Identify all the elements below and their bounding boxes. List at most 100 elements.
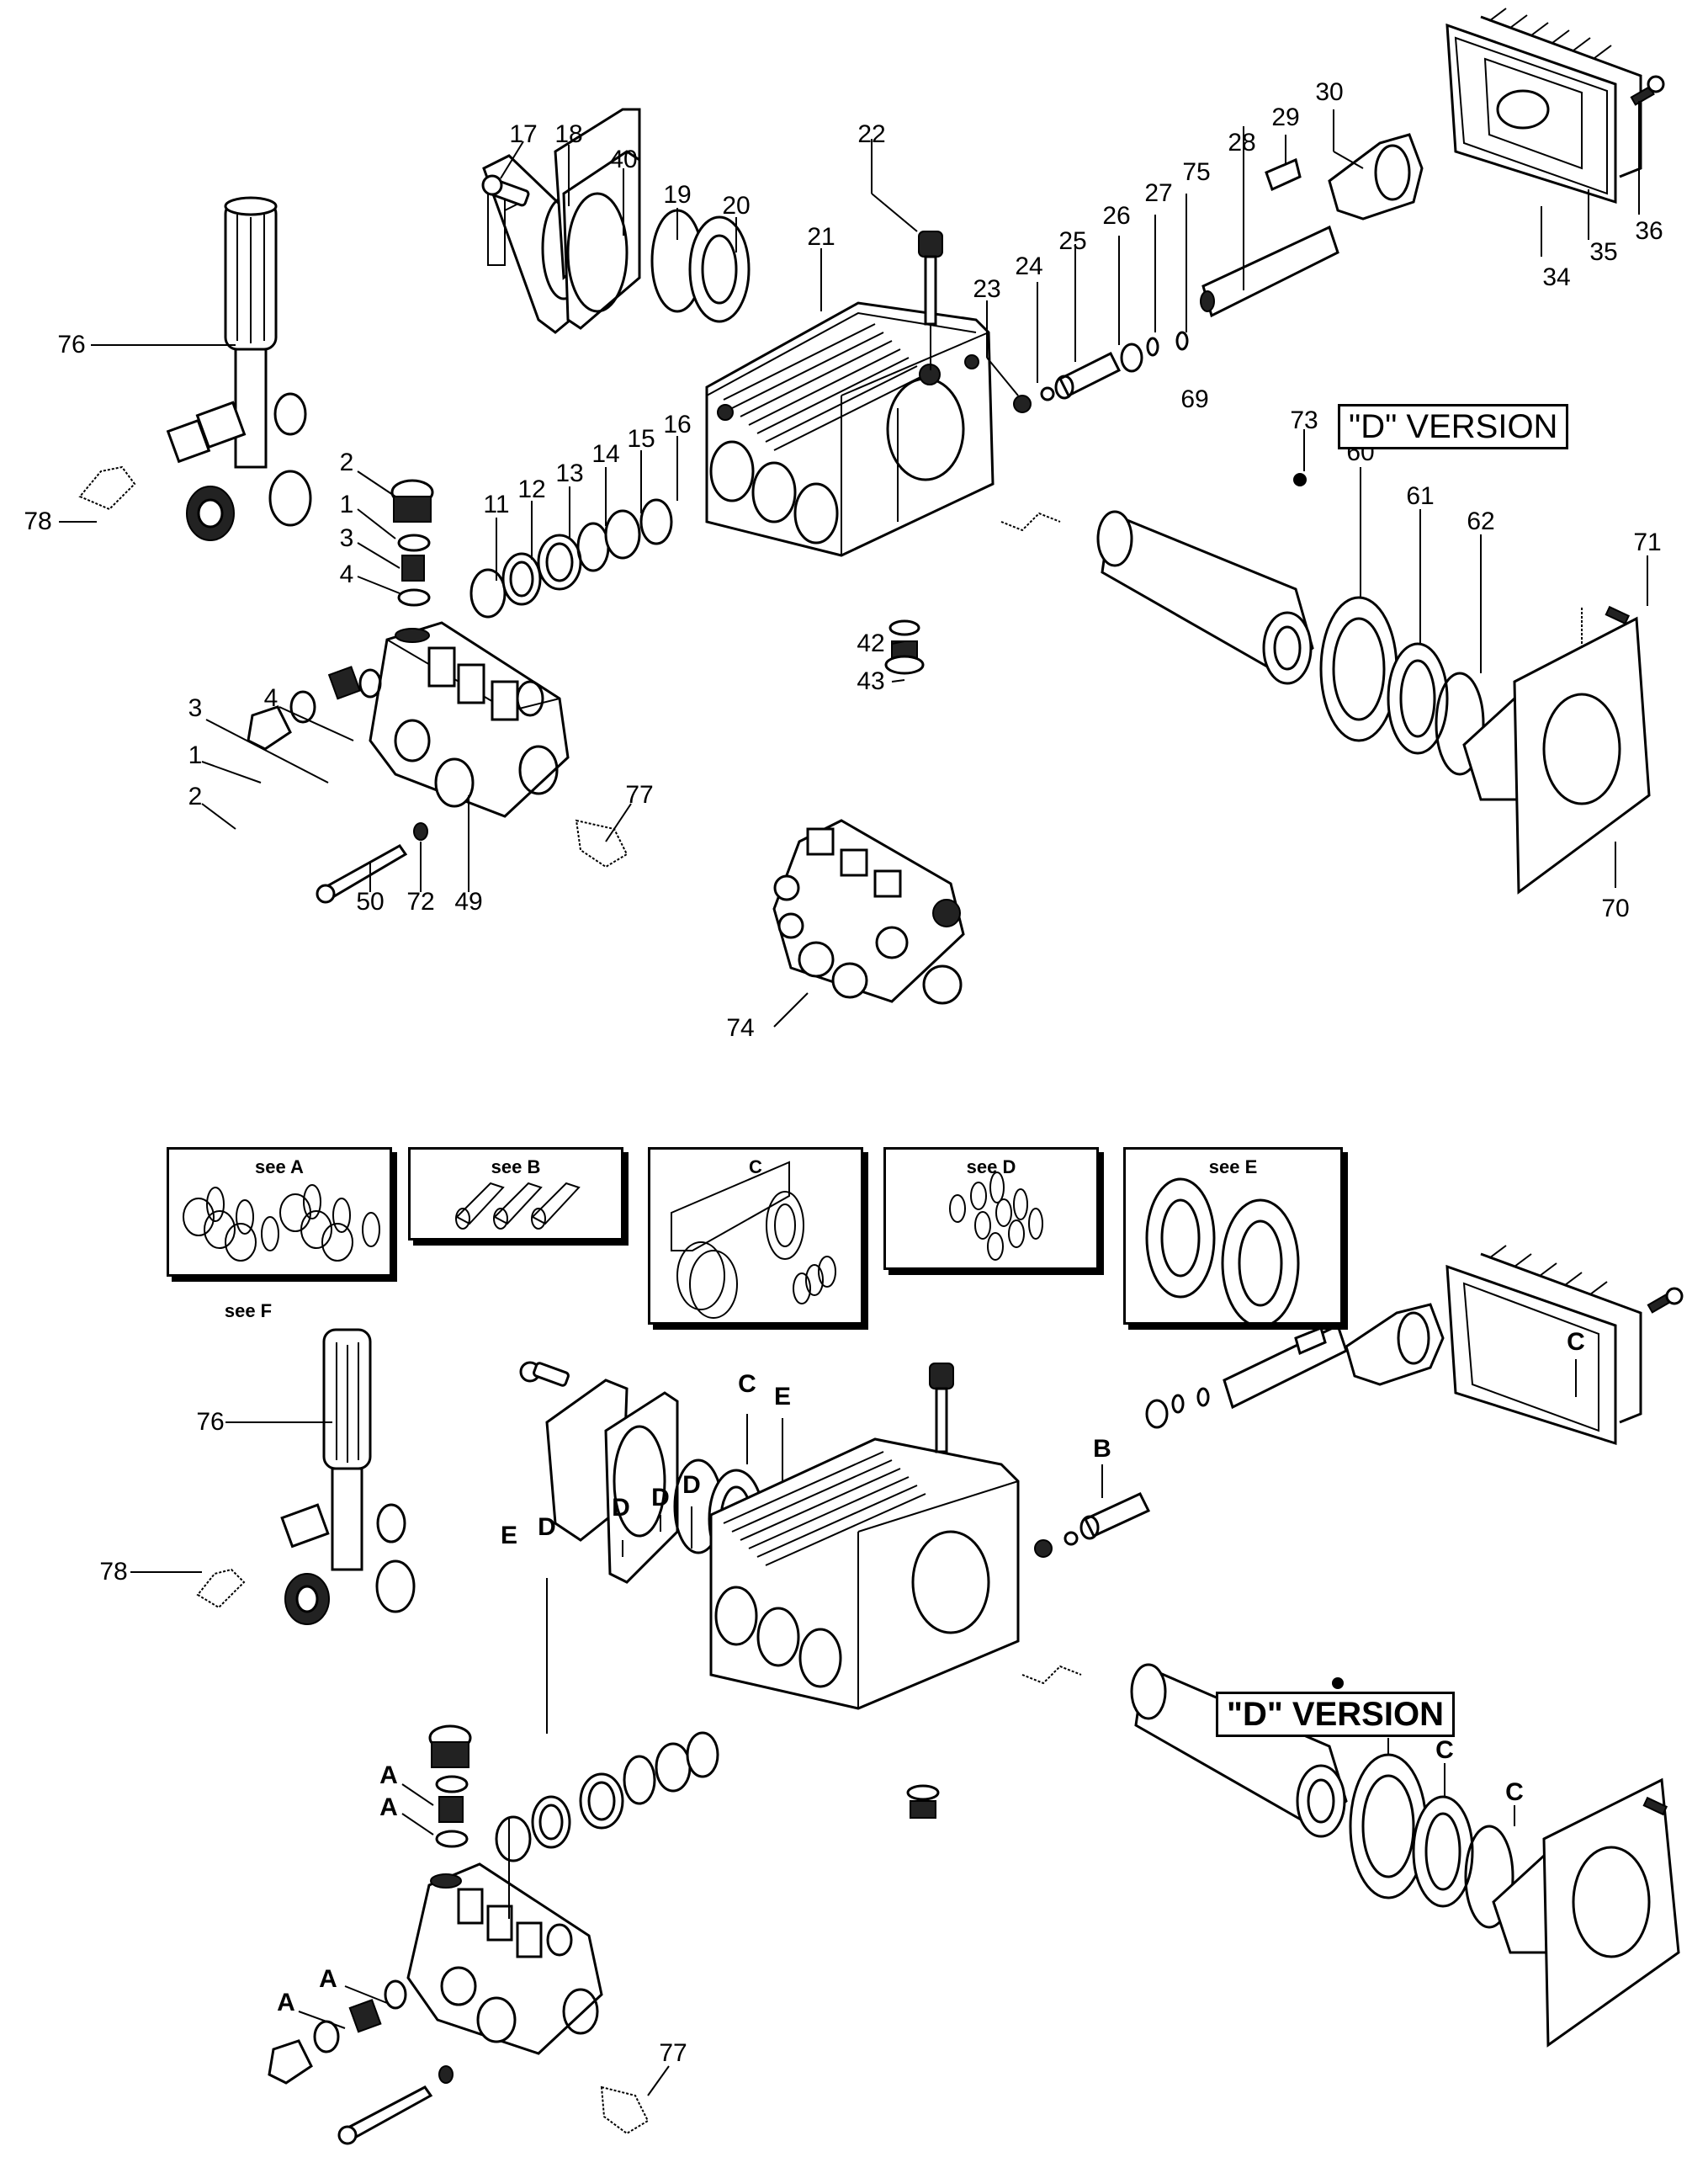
kit-b-sleeves-icon [455, 1182, 581, 1230]
callout-2-side: 2 [188, 783, 203, 810]
callout-35: 35 [1589, 238, 1618, 266]
callout-14: 14 [591, 440, 620, 468]
crankcase-lower [709, 1363, 1082, 1819]
lower-callout-e-bearing: E [773, 1383, 792, 1411]
kit-box-d: see D [883, 1147, 1099, 1270]
thermal-valve-77-upper [575, 819, 629, 869]
connecting-rod-parts-lower [1034, 1303, 1445, 1558]
kit-box-a: see A [167, 1147, 392, 1277]
rear-cover-upper [1445, 8, 1665, 205]
d-version-shaft-upper [1096, 473, 1651, 895]
callout-2-top: 2 [339, 449, 354, 476]
callout-49: 49 [454, 888, 483, 916]
callout-24: 24 [1015, 252, 1043, 280]
kit-label-c: C [749, 1156, 762, 1177]
kit-label-d: see D [966, 1156, 1016, 1177]
manifold-lower [268, 1724, 650, 2145]
flange-assembly-upper [481, 108, 751, 334]
lower-callout-d2: D [612, 1494, 630, 1522]
callout-3-top: 3 [339, 524, 354, 552]
callout-30: 30 [1315, 78, 1344, 106]
callout-13: 13 [555, 460, 584, 487]
callout-26: 26 [1102, 202, 1131, 230]
valve-stack-upper [390, 479, 434, 607]
kit-box-c: C [648, 1147, 863, 1325]
callout-4-side: 4 [263, 684, 278, 712]
lower-callout-a2: A [379, 1793, 398, 1821]
callout-73: 73 [1290, 406, 1318, 434]
callout-78: 78 [24, 507, 52, 535]
callout-42: 42 [857, 630, 885, 657]
kit-label-b: see B [491, 1156, 541, 1177]
callout-40: 40 [609, 146, 638, 173]
lower-callout-76: 76 [196, 1408, 225, 1436]
callout-75: 75 [1182, 158, 1211, 186]
manifold-49-upper [369, 621, 570, 818]
lower-callout-d4: D [682, 1471, 701, 1499]
kit-a-parts-icon [183, 1184, 380, 1262]
lower-callout-78: 78 [99, 1558, 128, 1586]
callout-4-top: 4 [339, 561, 354, 588]
callout-36: 36 [1635, 217, 1663, 245]
callout-12: 12 [517, 475, 546, 503]
callout-11: 11 [483, 491, 510, 518]
hose-barb-78-upper [78, 465, 136, 511]
callout-16: 16 [663, 411, 692, 438]
callout-74: 74 [726, 1014, 755, 1042]
callout-3-side: 3 [188, 694, 203, 722]
callout-17: 17 [509, 120, 538, 148]
connecting-rod-parts-upper [1013, 133, 1424, 413]
callout-20: 20 [722, 192, 751, 220]
callout-22: 22 [857, 120, 886, 148]
callout-69: 69 [1180, 385, 1209, 413]
crankcase-21-upper [705, 301, 1061, 557]
lower-callout-a4: A [277, 1989, 295, 2016]
callout-50: 50 [356, 888, 385, 916]
callout-29: 29 [1271, 104, 1300, 131]
d-version-shaft-lower [1130, 1663, 1680, 2048]
callout-23: 23 [973, 275, 1001, 303]
callout-15: 15 [627, 425, 655, 453]
bolt-50-upper [316, 822, 428, 904]
lower-callout-a3: A [319, 1965, 337, 1993]
callout-61: 61 [1406, 482, 1435, 510]
callout-21: 21 [807, 223, 835, 251]
unloader-valve-lower [196, 1328, 416, 1625]
packing-rings-upper [469, 498, 673, 619]
callout-43: 43 [857, 667, 885, 695]
callout-72: 72 [406, 888, 435, 916]
callout-18: 18 [554, 120, 583, 148]
callout-71: 71 [1633, 529, 1662, 556]
complete-pump-74 [772, 819, 965, 1005]
lower-callout-77: 77 [659, 2039, 687, 2067]
rear-cover-lower [1445, 1245, 1684, 1446]
callout-77: 77 [625, 781, 654, 809]
lower-callout-e-ring: E [500, 1522, 518, 1549]
callout-70: 70 [1601, 895, 1630, 922]
callout-19: 19 [663, 181, 692, 209]
kit-box-e: see E [1123, 1147, 1343, 1325]
lower-callout-c-oring: C [1505, 1778, 1524, 1806]
callout-1-top: 1 [339, 491, 354, 518]
callout-27: 27 [1144, 179, 1173, 207]
lower-callout-a1: A [379, 1761, 398, 1789]
packing-rings-lower [495, 1731, 719, 1862]
lower-callout-c-seal: C [738, 1370, 756, 1398]
kit-label-a: see A [255, 1156, 304, 1177]
callout-62: 62 [1467, 507, 1495, 535]
leader-lines [59, 101, 1648, 2096]
lower-callout-c-cover: C [1567, 1328, 1585, 1356]
d-version-label-lower: "D" VERSION [1216, 1692, 1455, 1737]
callout-28: 28 [1228, 129, 1256, 157]
callout-25: 25 [1058, 227, 1087, 255]
lower-callout-c-seal2: C [1435, 1736, 1454, 1764]
callout-34: 34 [1542, 263, 1571, 291]
lower-callout-b: B [1093, 1435, 1111, 1463]
callout-1-side: 1 [188, 741, 203, 769]
kit-box-b: see B [408, 1147, 623, 1241]
valve-stack-side-upper [247, 666, 382, 751]
see-f-label: see F [224, 1300, 273, 1321]
kit-d-seals-icon [949, 1171, 1043, 1261]
kit-label-e: see E [1208, 1156, 1258, 1177]
